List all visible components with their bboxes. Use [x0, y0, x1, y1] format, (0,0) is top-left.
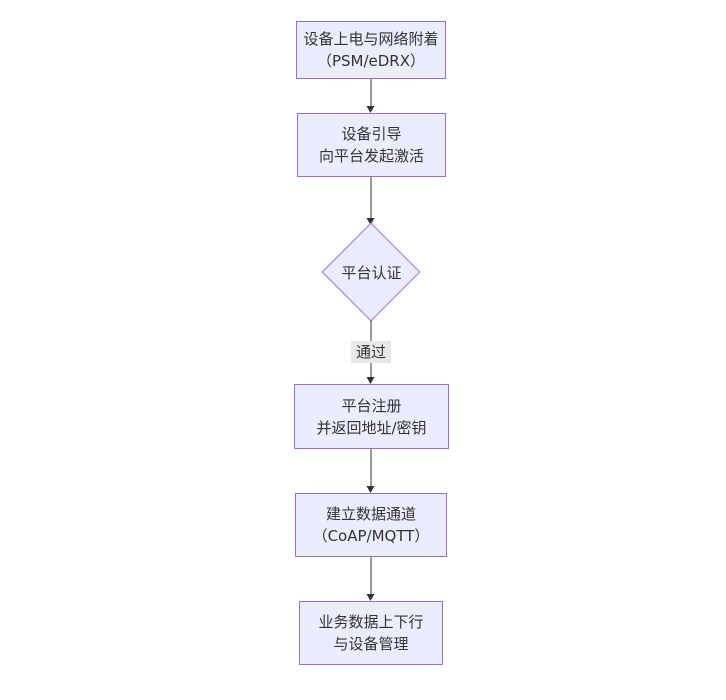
connector-arrow-4 — [366, 449, 376, 493]
arrowhead-icon — [366, 218, 375, 225]
node-bootstrap: 设备引导 向平台发起激活 — [297, 113, 446, 177]
arrowhead-icon — [366, 486, 375, 493]
node-power-on-attach: 设备上电与网络附着 （PSM/eDRX） — [296, 21, 446, 79]
node-data-channel: 建立数据通道 （CoAP/MQTT） — [295, 493, 447, 557]
connector-line — [370, 557, 372, 595]
arrowhead-icon — [366, 594, 375, 601]
connector-arrow-5 — [366, 557, 376, 601]
arrowhead-icon — [366, 377, 375, 384]
connector-line — [370, 177, 372, 219]
node-label-line: （PSM/eDRX） — [316, 52, 426, 70]
node-label-line: （CoAP/MQTT） — [312, 527, 430, 545]
node-label-line: 平台注册 — [341, 396, 402, 415]
node-label-line: 建立数据通道 — [325, 505, 416, 523]
node-label-line: 业务数据上下行 — [318, 613, 424, 631]
node-label-line: 并返回地址/密钥 — [316, 418, 427, 437]
connector-arrow-2 — [366, 177, 376, 225]
arrowhead-icon — [366, 106, 375, 113]
node-label-line: 设备上电与网络附着 — [303, 30, 439, 48]
connector-arrow-1 — [366, 79, 376, 113]
node-label-line: 设备引导 — [341, 125, 402, 143]
connector-line — [370, 449, 372, 487]
connector-line — [370, 79, 372, 107]
node-label-line: 与设备管理 — [333, 635, 409, 653]
edge-label-pass: 通过 — [350, 341, 392, 363]
decision-label: 平台认证 — [341, 263, 402, 282]
node-business-data: 业务数据上下行 与设备管理 — [299, 601, 443, 665]
node-label-line: 向平台发起激活 — [318, 147, 424, 165]
node-platform-register: 平台注册 并返回地址/密钥 — [294, 384, 449, 449]
